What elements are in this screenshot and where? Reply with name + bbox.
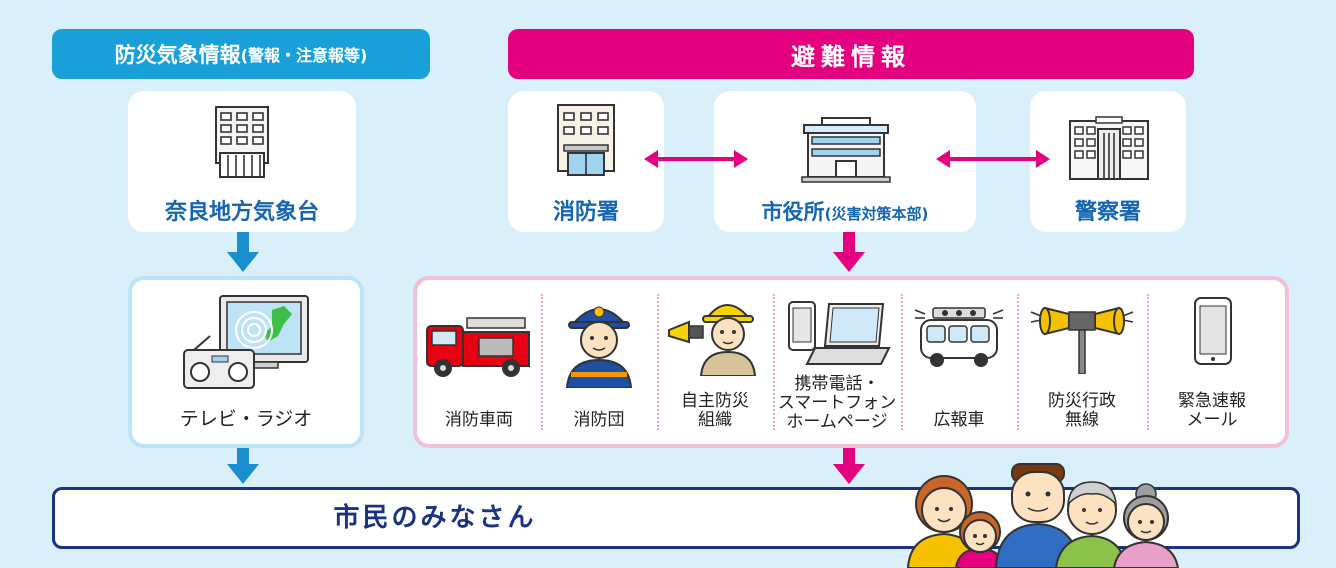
weather-info-title: 防災気象情報 bbox=[114, 43, 241, 67]
media-label-phone-web: 携帯電話・ スマートフォン ホームページ bbox=[777, 374, 897, 432]
citizens-label: 市民のみなさん bbox=[333, 503, 537, 533]
media-item-fire-truck: 消防車両 bbox=[417, 284, 541, 440]
media-item-emergency-mail: 緊急速報 メール bbox=[1147, 284, 1277, 440]
city-hall-card: 市役所(災害対策本部) bbox=[714, 91, 976, 232]
cityhall-to-media-arrow bbox=[833, 232, 865, 274]
met-office-building-icon bbox=[215, 106, 269, 178]
media-item-firefighter: 消防団 bbox=[541, 284, 657, 440]
firefighter-icon bbox=[565, 306, 633, 388]
siren-speaker-icon bbox=[1030, 306, 1134, 374]
media-label-pr-van: 広報車 bbox=[933, 410, 985, 430]
phone-laptop-icon bbox=[788, 301, 891, 365]
media-item-volunteer: 自主防災 組織 bbox=[657, 284, 773, 440]
city-hall-label: 市役所(災害対策本部) bbox=[714, 196, 976, 226]
police-station-label: 警察署 bbox=[1074, 200, 1141, 225]
citizens-family-illustration bbox=[906, 463, 1180, 568]
media-label-emergency-mail: 緊急速報 メール bbox=[1178, 391, 1246, 430]
media-separator bbox=[541, 294, 543, 430]
fire-station-building-icon bbox=[557, 104, 615, 176]
media-separator bbox=[901, 294, 903, 430]
tv-radio-box: テレビ・ラジオ bbox=[128, 276, 364, 448]
media-separator bbox=[1017, 294, 1019, 430]
media-to-citizens-arrow bbox=[833, 442, 865, 486]
weather-info-header: 防災気象情報(警報・注意報等) bbox=[52, 29, 430, 79]
city-hall-title: 市役所 bbox=[761, 200, 825, 224]
fire-truck-icon bbox=[426, 317, 530, 377]
media-item-pr-van: 広報車 bbox=[901, 284, 1017, 440]
megaphone-volunteer-icon bbox=[668, 304, 757, 376]
media-separator bbox=[773, 294, 775, 430]
fire-cityhall-double-arrow bbox=[644, 150, 748, 168]
media-label-siren: 防災行政 無線 bbox=[1048, 391, 1116, 430]
met-office-card: 奈良地方気象台 bbox=[128, 91, 356, 232]
smartphone-icon bbox=[1194, 297, 1232, 365]
evacuation-info-header: 避難情報 bbox=[508, 29, 1194, 79]
media-label-fire-truck: 消防車両 bbox=[445, 410, 513, 430]
met-to-tv-arrow bbox=[227, 232, 259, 274]
weather-info-subtitle: (警報・注意報等) bbox=[240, 46, 368, 65]
tv-radio-label: テレビ・ラジオ bbox=[179, 408, 313, 430]
city-hall-subtitle: (災害対策本部) bbox=[824, 205, 929, 223]
pr-van-icon bbox=[914, 307, 1004, 367]
city-hall-building-icon bbox=[801, 117, 891, 183]
met-office-label: 奈良地方気象台 bbox=[164, 200, 319, 225]
tv-radio-icon bbox=[183, 295, 309, 389]
media-item-siren: 防災行政 無線 bbox=[1017, 284, 1147, 440]
fire-station-label: 消防署 bbox=[552, 200, 619, 225]
police-station-card: 警察署 bbox=[1030, 91, 1186, 232]
media-separator bbox=[1147, 294, 1149, 430]
cityhall-police-double-arrow bbox=[936, 150, 1050, 168]
media-label-firefighter: 消防団 bbox=[573, 410, 625, 430]
media-separator bbox=[657, 294, 659, 430]
media-channels-box: 消防車両 消防団 bbox=[413, 276, 1289, 448]
tv-to-citizens-arrow bbox=[227, 442, 259, 486]
media-item-phone-web: 携帯電話・ スマートフォン ホームページ bbox=[773, 284, 901, 440]
police-station-building-icon bbox=[1069, 116, 1149, 180]
media-label-volunteer: 自主防災 組織 bbox=[681, 391, 749, 430]
fire-station-card: 消防署 bbox=[508, 91, 664, 232]
